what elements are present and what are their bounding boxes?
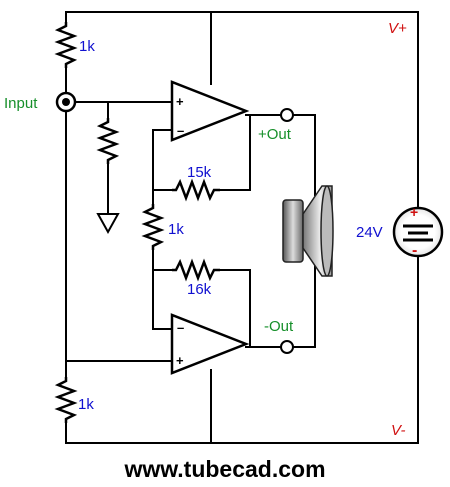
out-neg-terminal <box>280 340 294 354</box>
svg-text:–: – <box>177 123 184 138</box>
svg-text:–: – <box>177 320 184 335</box>
resistor-ground <box>96 118 120 164</box>
supply-voltage-label: 24V <box>356 224 383 241</box>
input-divider <box>54 11 78 444</box>
speaker-icon <box>282 185 334 277</box>
svg-text:+: + <box>176 353 184 368</box>
supply-rails <box>65 11 419 444</box>
v-pos-label: V+ <box>388 20 407 37</box>
svg-text:+: + <box>410 204 418 220</box>
resistor-bottom-1k <box>54 377 78 423</box>
r-bot-label: 1k <box>78 396 94 413</box>
ground-leg <box>96 101 120 235</box>
resistor-15k <box>172 178 220 202</box>
r-15k-label: 15k <box>187 164 212 181</box>
svg-text:+: + <box>176 94 184 109</box>
r-mid-label: 1k <box>168 221 184 238</box>
svg-text:-: - <box>412 242 417 259</box>
feedback-network <box>141 114 251 348</box>
input-label: Input <box>4 95 38 112</box>
battery-24v: + - <box>392 204 444 259</box>
opamp-top: + – <box>170 80 250 142</box>
out-pos-terminal <box>280 108 294 122</box>
out-pos-label: +Out <box>258 126 292 143</box>
ground-icon <box>96 213 120 235</box>
opamp-bottom: – + <box>170 313 250 375</box>
input-jack <box>55 91 77 113</box>
v-neg-label: V- <box>391 422 405 439</box>
resistor-mid-1k <box>141 204 165 250</box>
r-16k-label: 16k <box>187 281 212 298</box>
resistor-top-1k <box>54 22 78 68</box>
r-top-label: 1k <box>79 38 95 55</box>
website-footer: www.tubecad.com <box>123 456 325 482</box>
output-terminals <box>280 108 316 354</box>
out-neg-label: -Out <box>264 318 294 335</box>
resistor-16k <box>172 258 220 282</box>
